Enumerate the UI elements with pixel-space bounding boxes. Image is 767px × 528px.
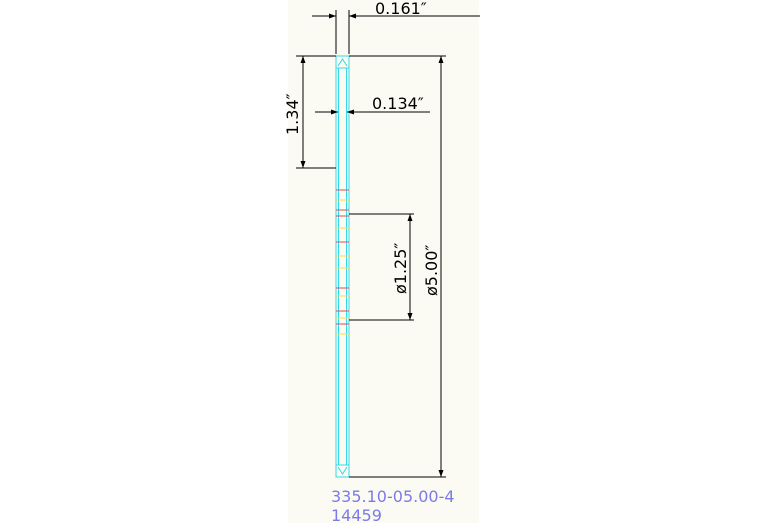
tube-top-cap [335,55,350,69]
dim-left-height [296,55,336,169]
dim-inner-width [315,109,430,115]
arrowhead [300,161,306,168]
arrowhead [407,313,413,320]
arrowhead [438,56,444,63]
tube-part [335,55,350,478]
arrowhead [438,470,444,477]
drawing-sheet [288,0,479,523]
dim-left-height-label: 1.34″ [283,93,302,135]
part-number-label: 335.10-05.00-4 [331,487,455,506]
dim-inner-diameter-label: ø1.25″ [391,243,410,294]
tube-bottom-cap [335,464,350,478]
dim-top-width-label: 0.161″ [375,0,427,18]
arrowhead [300,56,306,63]
arrowhead [329,13,336,19]
arrowhead [331,109,338,115]
tube-top-cap-detail [337,58,348,67]
dim-top-width [312,10,480,54]
dim-overall-diameter-label: ø5.00″ [422,245,441,296]
arrowhead [347,109,354,115]
tube-bottom-cap-detail [337,466,348,475]
dim-inner-width-label: 0.134″ [372,94,424,113]
arrowhead [349,13,356,19]
arrowhead [407,214,413,221]
serial-number-label: 14459 [331,506,382,523]
dim-inner-diameter [349,213,414,321]
dim-overall-diameter [349,55,446,478]
tube-markings [336,189,349,335]
